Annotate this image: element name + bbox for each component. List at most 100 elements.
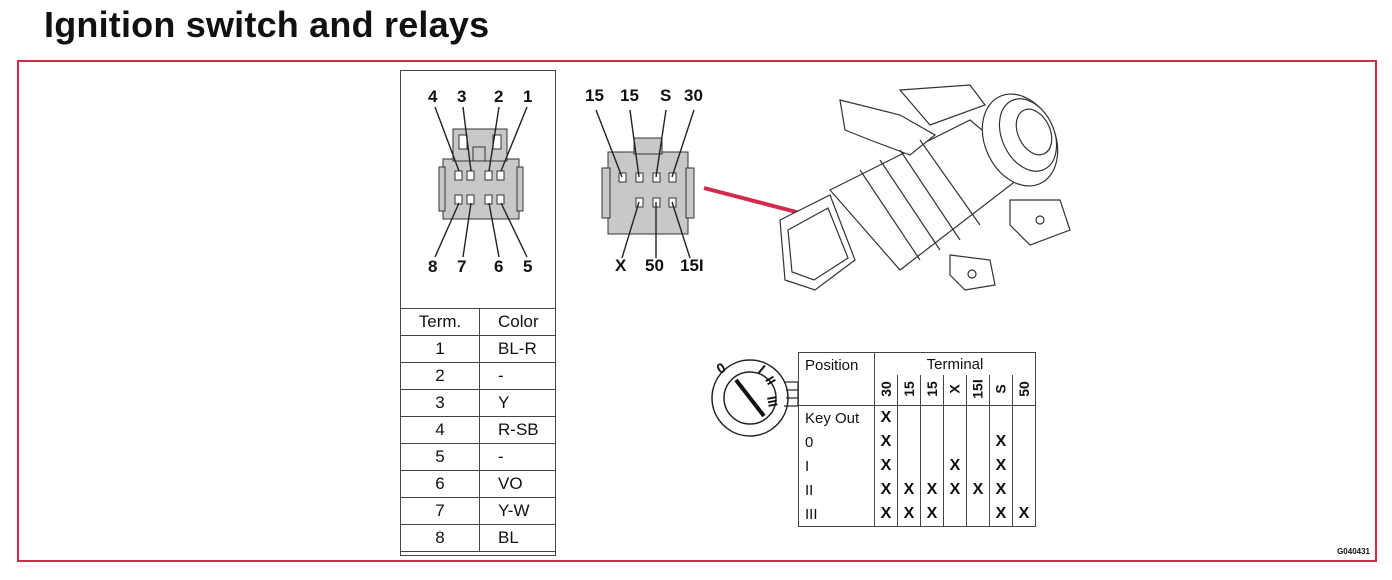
figure-code: G040431 — [1337, 547, 1370, 556]
color-cell: Y-W — [479, 497, 556, 525]
pin-socket — [484, 194, 493, 205]
connection-mark — [966, 405, 990, 430]
color-header: Color — [479, 308, 556, 336]
right-bottom-pin-label: 50 — [645, 256, 664, 275]
position-terminal-table: Position Terminal 30 15 15 X 15I S 50 Ke… — [798, 352, 1036, 527]
connection-mark: X — [874, 454, 898, 478]
connection-mark: X — [943, 454, 967, 478]
connection-mark: X — [1012, 502, 1036, 527]
term-cell: 5 — [400, 443, 480, 471]
connection-mark — [1012, 478, 1036, 502]
table-row: 2- — [400, 362, 556, 390]
right-top-pin-label: 15 — [620, 86, 639, 105]
connection-mark: X — [920, 478, 944, 502]
color-cell: - — [479, 362, 556, 390]
terminal-header: Terminal — [874, 352, 1036, 375]
term-cell: 4 — [400, 416, 480, 444]
pin-socket — [466, 194, 475, 205]
connection-mark — [897, 430, 921, 454]
pin-socket — [454, 170, 463, 181]
connection-mark — [920, 454, 944, 478]
table-row: 5- — [400, 443, 556, 471]
position-cell: 0 — [798, 430, 875, 454]
key-slot — [734, 378, 766, 418]
terminal-name-cell: S — [989, 375, 1013, 406]
right-top-pin-label: 30 — [684, 86, 703, 105]
table-header-row: Term. Color — [400, 308, 556, 336]
connection-mark: X — [874, 478, 898, 502]
connection-mark: X — [874, 502, 898, 527]
left-connector-side-lug — [438, 166, 446, 212]
right-top-pins — [618, 172, 677, 183]
connection-mark: X — [897, 502, 921, 527]
connection-mark — [1012, 405, 1036, 430]
terminal-name-cell: 30 — [874, 375, 898, 406]
pin-socket — [466, 170, 475, 181]
pin-socket — [454, 194, 463, 205]
connection-mark: X — [989, 430, 1013, 454]
color-cell: BL — [479, 524, 556, 552]
color-cell: BL-R — [479, 335, 556, 363]
position-cell: I — [798, 454, 875, 478]
table-header-row: Position Terminal — [798, 352, 1036, 406]
connection-mark: X — [989, 454, 1013, 478]
terminal-name-cell: 15I — [966, 375, 990, 406]
terminal-name-cell: 15 — [920, 375, 944, 406]
term-cell: 6 — [400, 470, 480, 498]
ignition-switch-illustration — [779, 84, 1071, 291]
color-cell: VO — [479, 470, 556, 498]
right-leader-lines — [595, 109, 695, 259]
connection-mark — [989, 405, 1013, 430]
connection-mark: X — [989, 478, 1013, 502]
connection-mark — [1012, 430, 1036, 454]
term-cell: 8 — [400, 524, 480, 552]
left-connector-body — [442, 158, 520, 220]
terminal-name-cell: 15 — [897, 375, 921, 406]
terminal-name-cell: 50 — [1012, 375, 1036, 406]
connection-mark: X — [920, 502, 944, 527]
connection-mark — [966, 502, 990, 527]
term-cell: 3 — [400, 389, 480, 417]
right-top-pin-label: S — [660, 86, 672, 105]
left-top-pin-label: 4 — [428, 87, 438, 106]
connection-mark — [897, 405, 921, 430]
term-cell: 7 — [400, 497, 480, 525]
terminal-name-cell: X — [943, 375, 967, 406]
connection-mark — [943, 502, 967, 527]
connection-mark — [897, 454, 921, 478]
color-cell: R-SB — [479, 416, 556, 444]
color-cell: Y — [479, 389, 556, 417]
position-cell: Key Out — [798, 405, 875, 430]
connection-mark — [966, 430, 990, 454]
connection-mark — [966, 454, 990, 478]
left-top-pin-label: 2 — [494, 87, 504, 106]
right-top-pin-label: 15 — [585, 86, 604, 105]
left-bottom-pin-label: 7 — [457, 257, 467, 276]
left-connector-diagram — [434, 106, 528, 258]
left-leader-lines — [434, 106, 528, 258]
connection-mark — [943, 430, 967, 454]
term-cell: 1 — [400, 335, 480, 363]
term-cell: 2 — [400, 362, 480, 390]
left-bottom-pin-label: 5 — [523, 257, 533, 276]
pin-socket — [484, 170, 493, 181]
terminal-names-row: 30 15 15 X 15I S 50 — [799, 375, 1036, 406]
pin-socket — [496, 170, 505, 181]
connection-mark: X — [966, 478, 990, 502]
position-cell: III — [798, 502, 875, 527]
connection-mark: X — [989, 502, 1013, 527]
left-bottom-pin-label: 8 — [428, 257, 438, 276]
position-header: Position — [798, 352, 875, 406]
position-cell: II — [798, 478, 875, 502]
pin-socket — [496, 194, 505, 205]
